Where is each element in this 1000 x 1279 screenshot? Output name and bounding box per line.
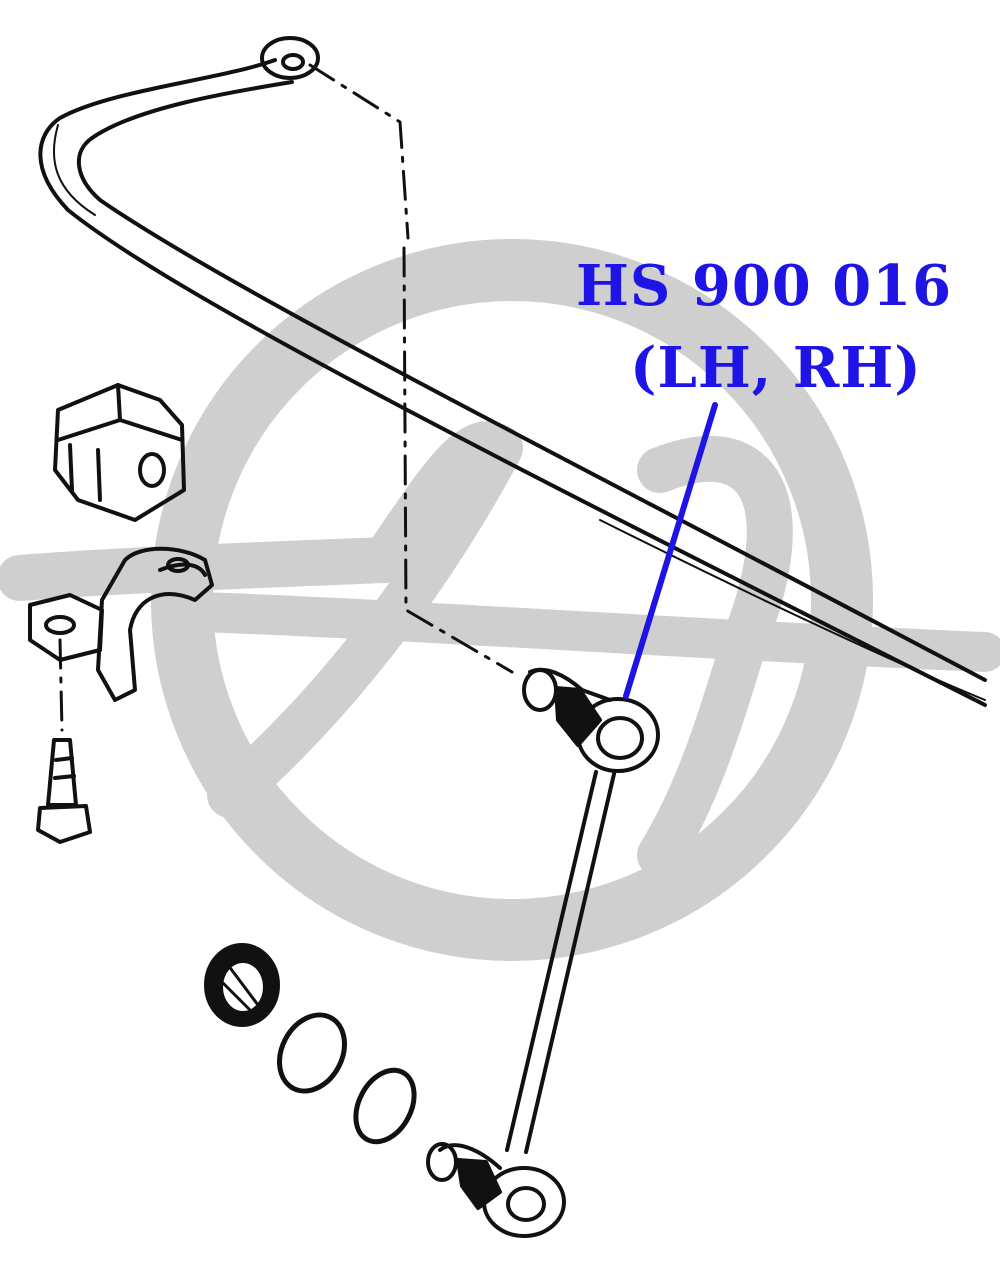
side-label: (LH, RH) (630, 335, 922, 401)
washer-2 (353, 1067, 417, 1145)
washer-1 (277, 1012, 347, 1094)
watermark-left-stroke (0, 421, 523, 818)
mounting-bolt (36, 738, 92, 844)
assembly-guide-lines (58, 63, 514, 732)
line-art (28, 36, 987, 1238)
washers (277, 1012, 417, 1145)
stabilizer-bushing (53, 383, 186, 522)
watermark-ring (151, 239, 873, 961)
stabilizer-bar (38, 36, 987, 707)
lock-nut (204, 943, 280, 1027)
part-number-label: HS 900 016 (576, 253, 953, 319)
callout-leader-line (623, 402, 718, 699)
watermark-right-stroke (637, 435, 793, 878)
stabilizer-link (426, 667, 660, 1238)
bushing-bracket (28, 546, 214, 702)
